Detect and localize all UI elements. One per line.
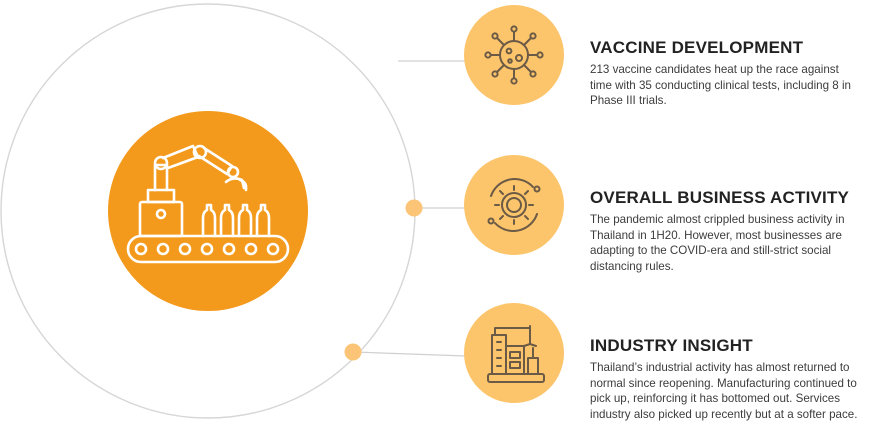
vaccine-description: 213 vaccine candidates heat up the race … (590, 63, 851, 108)
virus-icon (484, 25, 544, 85)
business-title: OVERALL BUSINESS ACTIVITY (590, 188, 850, 207)
robotic-arm-assembly-line-icon (126, 144, 290, 264)
vaccine-section: VACCINE DEVELOPMENT 213 vaccine candidat… (590, 38, 860, 109)
business-icon-circle (464, 155, 564, 255)
industry-title: INDUSTRY INSIGHT (590, 336, 753, 355)
business-section: OVERALL BUSINESS ACTIVITY The pandemic a… (590, 188, 860, 274)
connector-dot-3 (344, 343, 362, 361)
vaccine-title: VACCINE DEVELOPMENT (590, 38, 804, 57)
vaccine-icon-circle (464, 5, 564, 105)
factory-robot-icon (487, 325, 545, 383)
hero-circle (108, 111, 308, 311)
connector-line-3 (353, 351, 467, 357)
industry-section: INDUSTRY INSIGHT Thailand’s industrial a… (590, 336, 860, 422)
business-description: The pandemic almost crippled business ac… (590, 213, 845, 273)
gear-cycle-icon (487, 178, 541, 232)
connector-dot-2 (405, 199, 423, 217)
industry-description: Thailand’s industrial activity has almos… (590, 361, 858, 421)
